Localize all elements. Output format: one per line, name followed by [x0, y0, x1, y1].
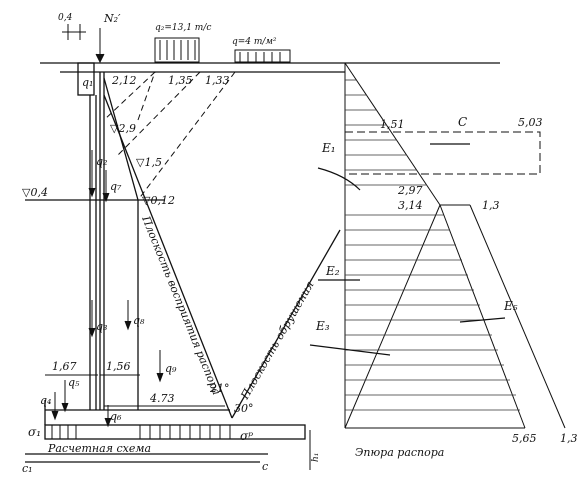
label-dim-h: h₁ — [311, 453, 321, 462]
label-q7: q₇ — [110, 180, 122, 193]
label-lvl-29: ▽2,9 — [110, 122, 136, 135]
label-lvl-012: ▽0,12 — [142, 194, 175, 207]
label-503: 5,03 — [518, 116, 543, 129]
label-212: 2,12 — [111, 74, 137, 87]
base-slab — [25, 400, 306, 463]
dimension-lines — [45, 374, 311, 470]
label-151: 1,51 — [380, 118, 405, 131]
label-156: 1,56 — [106, 360, 131, 373]
label-297: 2,97 — [397, 184, 423, 197]
pressure-epure — [309, 62, 566, 429]
label-calc-scheme: Расчетная схема — [47, 442, 151, 455]
label-q2-load: q₂=13,1 т/с — [155, 23, 211, 33]
label-sigma1: σ₁ — [28, 425, 41, 439]
label-13a: 1,3 — [482, 199, 500, 212]
label-473: 4.73 — [149, 392, 175, 405]
top-loads — [62, 24, 291, 64]
label-dim-top: 0,4 — [58, 13, 73, 23]
label-plane-collapse: Плоскость обрушения — [238, 279, 317, 402]
label-sigma-p: σᵖ — [240, 429, 253, 443]
slip-planes — [103, 94, 341, 419]
label-c-marker: c — [262, 460, 268, 473]
label-13b: 1,3 — [560, 432, 578, 445]
label-q1: q₁ — [82, 76, 93, 89]
ground-surface — [40, 62, 500, 73]
label-q8: q₈ — [133, 314, 145, 327]
label-q3: q₃ — [96, 320, 107, 333]
wall-stem — [77, 62, 139, 410]
label-E3: E₃ — [315, 319, 330, 333]
label-135: 1,35 — [168, 74, 193, 87]
label-epure-title: Эпюра распора — [355, 446, 444, 459]
label-q5: q₅ — [68, 376, 80, 389]
label-E1: E₁ — [321, 141, 336, 155]
label-q6: q₆ — [110, 410, 122, 423]
projection-lines — [103, 71, 236, 201]
label-plane-resist: Плоскость восприятия распора — [139, 213, 223, 397]
label-N2: N₂′ — [103, 12, 121, 25]
label-c1: c₁ — [22, 462, 33, 475]
label-565: 5,65 — [512, 432, 537, 445]
label-q9: q₉ — [165, 362, 177, 375]
label-133: 1,33 — [205, 74, 230, 87]
label-q4: q₄ — [40, 394, 51, 407]
label-314: 3,14 — [398, 199, 423, 212]
label-lvl-15: ▽1,5 — [136, 156, 162, 169]
label-angle-30: 30° — [234, 402, 254, 415]
label-angle-21: 21° — [209, 382, 230, 395]
label-E5: E₅ — [503, 299, 518, 313]
label-q2: q₂ — [96, 155, 107, 168]
label-E2: E₂ — [325, 264, 340, 278]
label-lvl-04: ▽0,4 — [22, 186, 48, 199]
force-arrows — [51, 150, 164, 428]
label-C: C — [458, 115, 467, 129]
label-167: 1,67 — [52, 360, 77, 373]
label-q-load: q=4 т/м² — [232, 37, 277, 47]
